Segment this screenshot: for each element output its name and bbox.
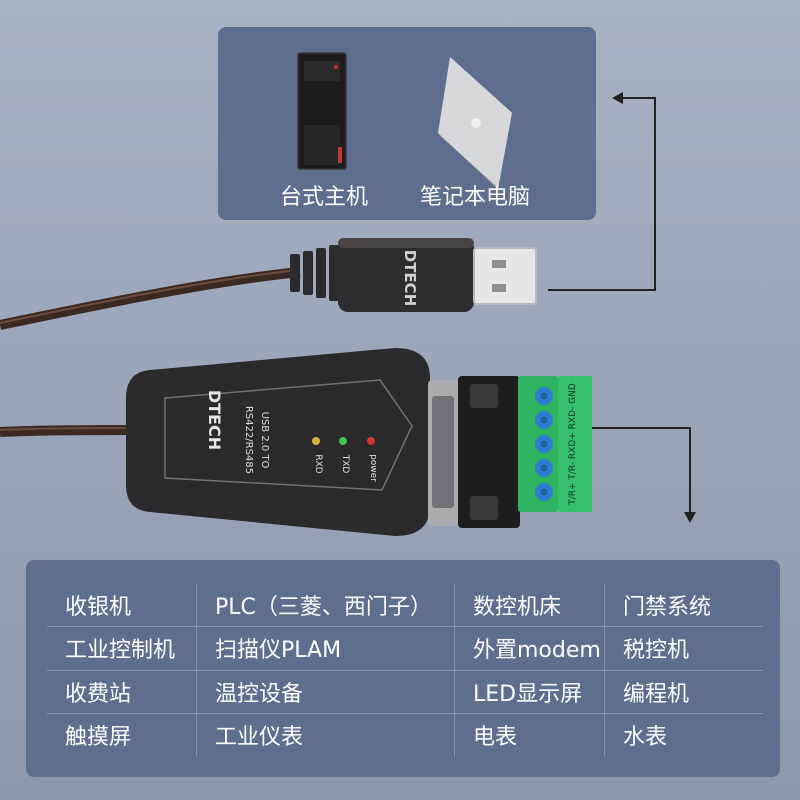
led-txd: [339, 437, 347, 445]
application-item: 门禁系统: [605, 584, 763, 628]
connector-line-usb-horizontal: [548, 289, 656, 291]
application-item: 扫描仪PLAM: [197, 627, 455, 671]
usb-adapter-illustration: DTECH DTECH USB 2.0 TO RS422/RS485 RXD T…: [0, 238, 592, 536]
application-item: 收费站: [47, 670, 197, 714]
application-item: 温控设备: [197, 670, 455, 714]
connector-line-down-vertical: [689, 427, 691, 514]
connector-line-terminal-horizontal: [592, 427, 690, 429]
application-item: PLC（三菱、西门子）: [197, 584, 455, 628]
application-grid: 收银机 PLC（三菱、西门子） 数控机床 门禁系统 工业控制机 扫描仪PLAM …: [47, 584, 763, 757]
application-item: 触摸屏: [47, 713, 197, 757]
connector-line-top-horizontal: [622, 97, 655, 99]
application-item: 电表: [455, 713, 605, 757]
usb-strain-relief: [290, 245, 339, 301]
application-item: 外置modem: [455, 627, 605, 671]
application-item: 水表: [623, 725, 668, 751]
arrow-left-icon: [612, 92, 623, 104]
computers-panel: 台式主机 笔记本电脑: [218, 27, 596, 220]
terminal-screws: [535, 387, 553, 501]
usb-plug-body: [338, 238, 474, 312]
application-item: 编程机: [605, 671, 763, 714]
usb-cable: [0, 267, 301, 330]
application-item: 税控机: [605, 627, 763, 671]
connector-line-right-vertical: [654, 97, 656, 290]
laptop-label: 笔记本电脑: [420, 185, 531, 210]
applications-panel: 收银机 PLC（三菱、西门子） 数控机床 门禁系统 工业控制机 扫描仪PLAM …: [26, 560, 780, 777]
adapter-cable: [0, 425, 131, 437]
usb-plug-brand: DTECH: [401, 250, 419, 307]
led-power: [367, 437, 375, 445]
application-item: 工业控制机: [47, 627, 197, 671]
led-power-label: power: [368, 454, 378, 482]
desktop-label: 台式主机: [280, 185, 369, 210]
application-item: 收银机: [47, 584, 197, 628]
arrow-down-icon: [684, 512, 696, 523]
usb-plug-metal: [474, 248, 536, 304]
adapter-model-line1: USB 2.0 TO: [259, 412, 270, 469]
desktop-computer-icon: [297, 52, 347, 170]
adapter-body: [126, 348, 430, 536]
laptop-icon: [438, 57, 514, 191]
terminal-label: T/R+ T/R- RXD+ RXD- GND: [568, 383, 578, 506]
led-rxd: [312, 437, 320, 445]
adapter-brand: DTECH: [205, 390, 224, 450]
application-item: 工业仪表: [197, 713, 455, 757]
led-txd-label: TXD: [340, 454, 350, 474]
application-item: 数控机床: [455, 584, 605, 628]
adapter-model-line2: RS422/RS485: [243, 406, 254, 474]
application-item: LED显示屏: [455, 670, 605, 714]
led-rxd-label: RXD: [313, 454, 323, 473]
